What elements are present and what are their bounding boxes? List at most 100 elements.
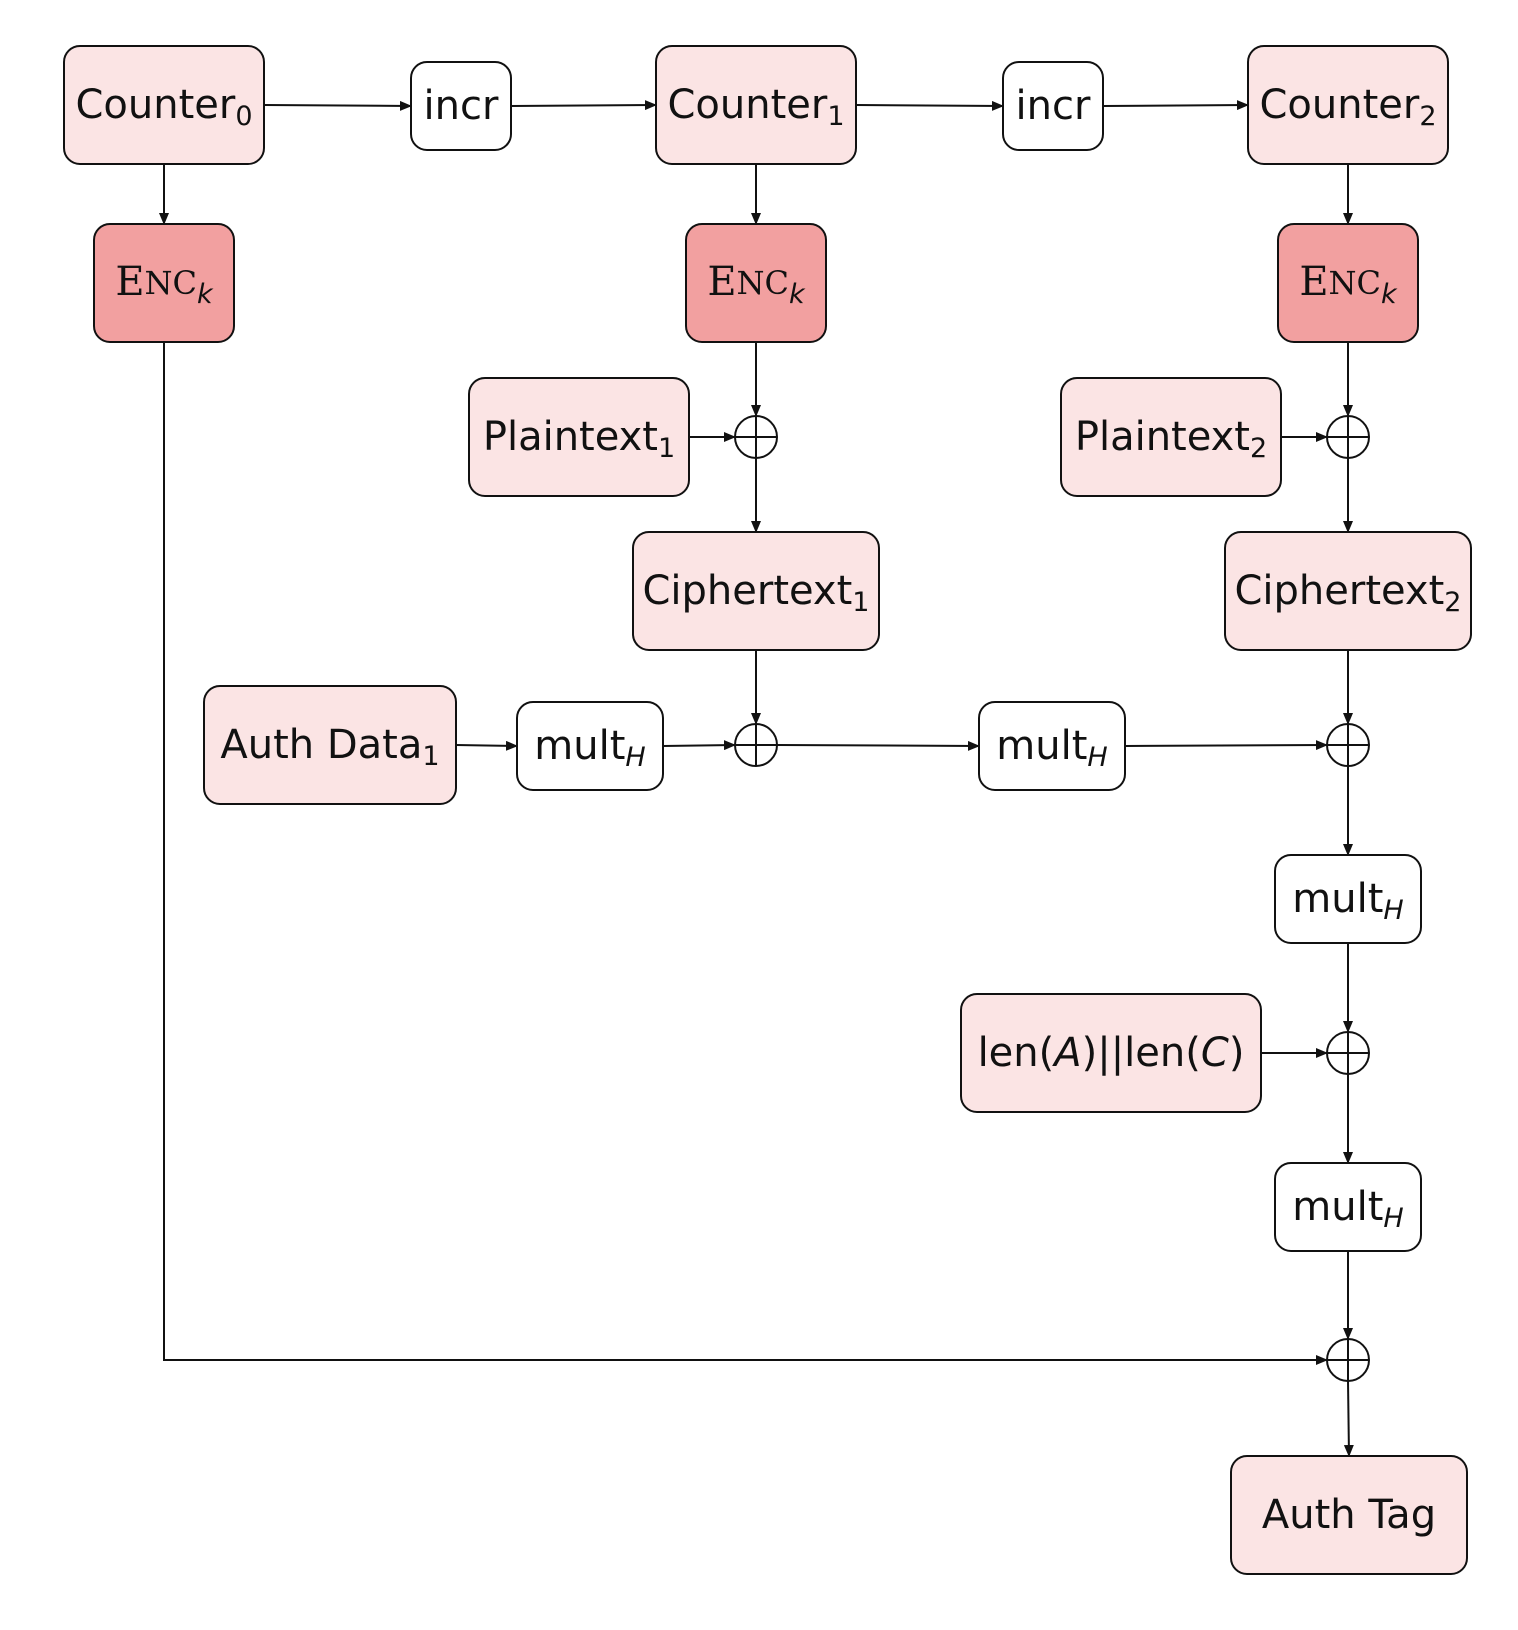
edge-enc-0-to-xor-6 (163, 342, 1328, 1365)
node-ciphertext2-box (1224, 531, 1472, 651)
node-counter1-label: Counter1 (667, 82, 844, 132)
node-counter0-label: Counter0 (75, 82, 252, 132)
node-counter2-label-part: 2 (1419, 101, 1436, 132)
node-ciphertext1-label-part: Ciphertext (643, 568, 853, 614)
node-mult-c-box (1274, 854, 1422, 944)
node-mult-b: multH (978, 701, 1126, 791)
xor-1-operator (734, 415, 778, 459)
node-ciphertext2-label: Ciphertext2 (1235, 568, 1462, 618)
node-mult-a-label-part: mult (534, 723, 625, 769)
node-enc-2: ENCk (1277, 223, 1419, 343)
node-enc-1-label-part: NC (737, 264, 789, 302)
node-enc-1-label-part: E (707, 259, 736, 305)
xor-6-operator (1326, 1338, 1370, 1382)
node-incr-b-box (1002, 61, 1104, 151)
node-mult-a-label-part: H (625, 742, 645, 773)
node-counter1: Counter1 (655, 45, 857, 165)
node-ciphertext1-label-part: 1 (852, 587, 869, 618)
node-mult-b-label-part: H (1087, 742, 1107, 773)
node-len-concat-label-part: len( (978, 1030, 1055, 1076)
node-auth-tag-box (1230, 1455, 1468, 1575)
node-auth-data1-label-part: 1 (422, 741, 439, 772)
node-auth-data1: Auth Data1 (203, 685, 457, 805)
node-len-concat-box (960, 993, 1262, 1113)
node-enc-1: ENCk (685, 223, 827, 343)
node-incr-a-box (410, 61, 512, 151)
node-incr-b-label: incr (1016, 83, 1091, 129)
node-ciphertext1-box (632, 531, 880, 651)
node-plaintext2-box (1060, 377, 1282, 497)
node-auth-tag-label-part: Auth Tag (1262, 1492, 1436, 1538)
node-enc-0-box (93, 223, 235, 343)
node-incr-a-label: incr (424, 83, 499, 129)
node-enc-1-label: ENCk (707, 259, 806, 310)
node-counter0-label-part: 0 (235, 101, 252, 132)
node-plaintext2-label-part: 2 (1250, 433, 1267, 464)
node-incr-b: incr (1002, 61, 1104, 151)
node-mult-c: multH (1274, 854, 1422, 944)
node-mult-d-box (1274, 1162, 1422, 1252)
edge-mult-a-to-xor-3 (662, 740, 736, 751)
node-plaintext1-label-part: 1 (658, 433, 675, 464)
node-len-concat-label: len(A)||len(C) (978, 1030, 1245, 1076)
edge-xor-3-to-mult-b (776, 740, 980, 751)
node-mult-c-label: multH (1292, 876, 1403, 926)
node-mult-b-label: multH (996, 723, 1107, 773)
node-mult-d-label-part: mult (1292, 1184, 1383, 1230)
node-ciphertext2-label-part: 2 (1444, 587, 1461, 618)
xor-5-operator (1326, 1031, 1370, 1075)
node-auth-data1-label-part: Auth Data (220, 722, 422, 768)
node-plaintext2-label: Plaintext2 (1075, 414, 1267, 464)
edge-xor-6-to-auth-tag (1343, 1380, 1354, 1457)
edge-incr-b-to-counter2 (1102, 100, 1249, 111)
node-len-concat: len(A)||len(C) (960, 993, 1262, 1113)
xor-2-operator (1326, 415, 1370, 459)
node-ciphertext1-label: Ciphertext1 (643, 568, 870, 618)
node-enc-2-box (1277, 223, 1419, 343)
edge-counter0-to-incr-a (263, 100, 412, 111)
node-counter2: Counter2 (1247, 45, 1449, 165)
node-enc-1-label-part: k (789, 279, 806, 310)
node-plaintext1-box (468, 377, 690, 497)
node-len-concat-label-part: A (1051, 1030, 1081, 1076)
node-mult-d-label: multH (1292, 1184, 1403, 1234)
node-plaintext1-label: Plaintext1 (483, 414, 675, 464)
edge-incr-a-to-counter1 (510, 100, 657, 111)
node-plaintext2-label-part: Plaintext (1075, 414, 1250, 460)
node-mult-b-box (978, 701, 1126, 791)
node-mult-c-label-part: mult (1292, 876, 1383, 922)
node-enc-0-label: ENCk (115, 259, 214, 310)
node-enc-0-label-part: NC (145, 264, 197, 302)
node-auth-tag-label: Auth Tag (1262, 1492, 1436, 1538)
node-len-concat-label-part: ) (1229, 1030, 1245, 1076)
node-mult-d: multH (1274, 1162, 1422, 1252)
node-auth-data1-label: Auth Data1 (220, 722, 439, 772)
xor-operators (734, 415, 1370, 1382)
node-ciphertext2-label-part: Ciphertext (1235, 568, 1445, 614)
node-mult-a: multH (516, 701, 664, 791)
edge-auth-data1-to-mult-a (455, 740, 518, 751)
node-auth-tag: Auth Tag (1230, 1455, 1468, 1575)
node-counter1-label-part: Counter (667, 82, 827, 128)
node-incr-a: incr (410, 61, 512, 151)
node-len-concat-label-part: C (1201, 1030, 1229, 1076)
node-mult-c-label-part: H (1383, 895, 1403, 926)
xor-3-operator (734, 723, 778, 767)
node-counter0-label-part: Counter (75, 82, 235, 128)
node-incr-b-label-part: incr (1016, 83, 1091, 129)
node-ciphertext2: Ciphertext2 (1224, 531, 1472, 651)
node-counter1-label-part: 1 (827, 101, 844, 132)
node-mult-a-box (516, 701, 664, 791)
node-counter0-box (63, 45, 265, 165)
node-enc-2-label: ENCk (1299, 259, 1398, 310)
edge-counter1-to-incr-b (855, 100, 1004, 111)
node-enc-0: ENCk (93, 223, 235, 343)
node-enc-0-label-part: E (115, 259, 144, 305)
node-enc-2-label-part: NC (1329, 264, 1381, 302)
node-ciphertext1: Ciphertext1 (632, 531, 880, 651)
node-counter0: Counter0 (63, 45, 265, 165)
node-mult-d-label-part: H (1383, 1203, 1403, 1234)
node-counter1-box (655, 45, 857, 165)
